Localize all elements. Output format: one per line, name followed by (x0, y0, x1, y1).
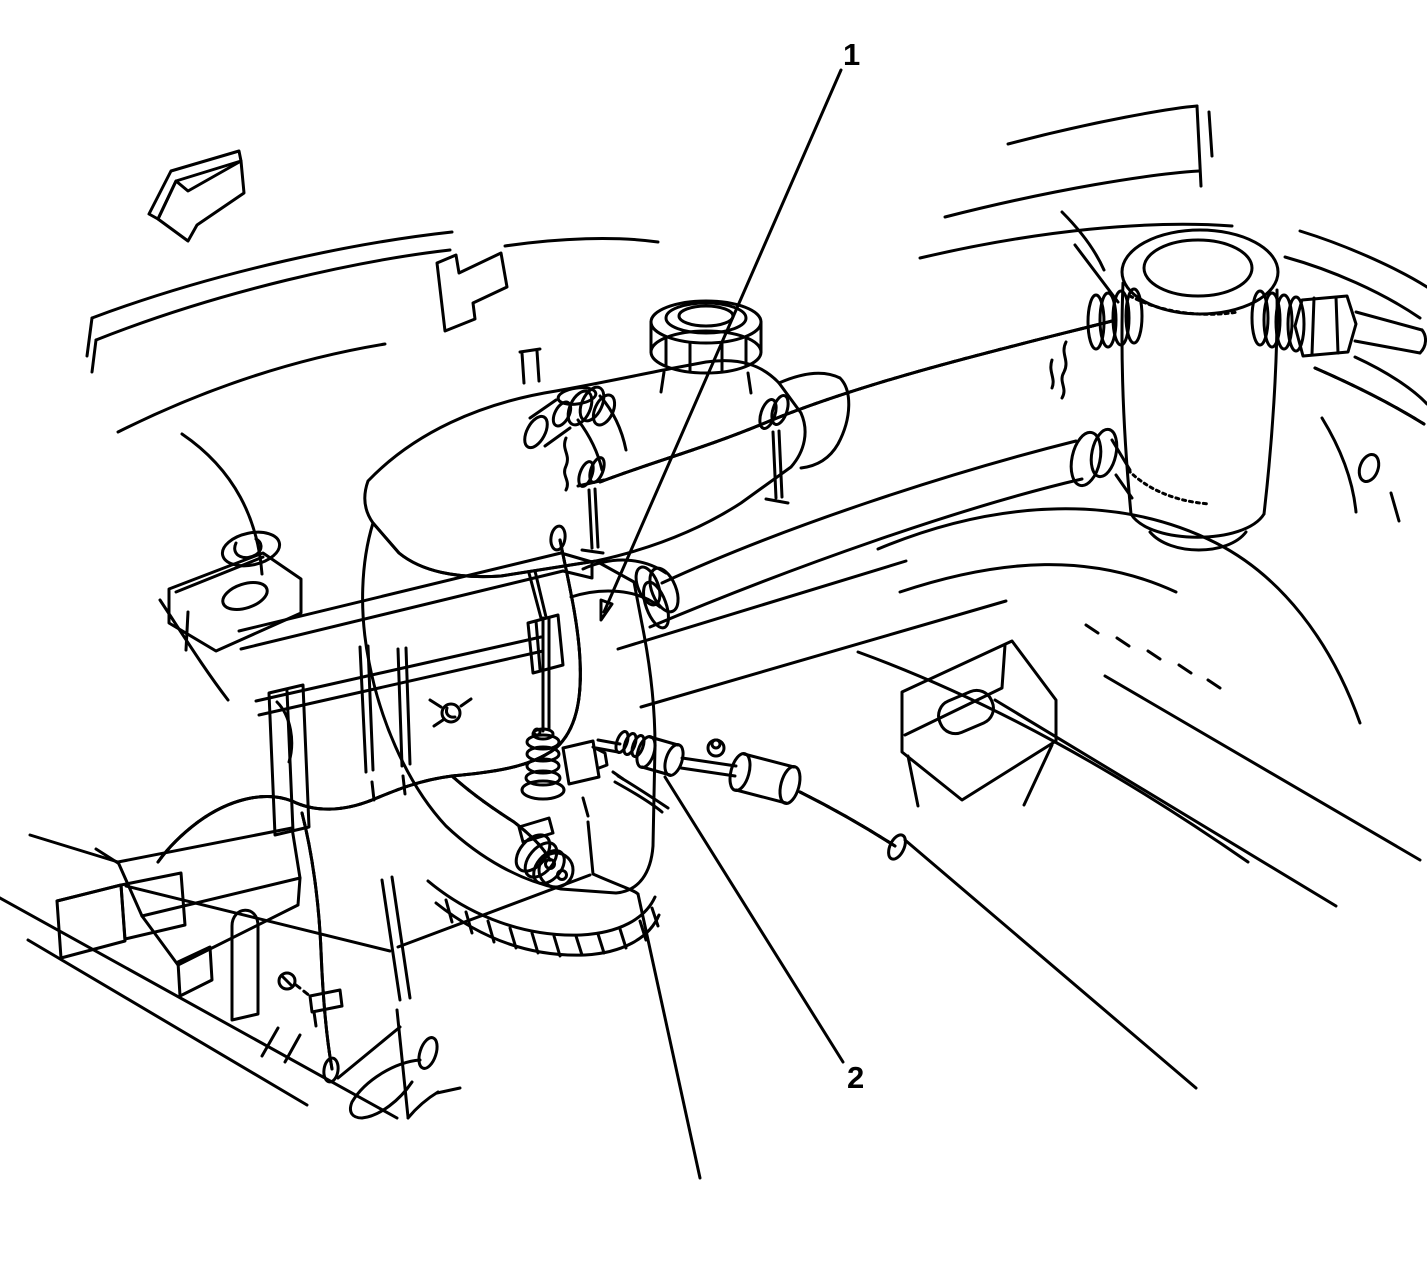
spring-clamp (1060, 340, 1068, 400)
bracket-hole (221, 581, 269, 611)
callout-1-label: 1 (843, 37, 860, 72)
inline-cylinder (728, 752, 752, 792)
canister-outlet-hose (1315, 368, 1424, 424)
flange-hatching (444, 898, 660, 958)
stud-lines (358, 644, 412, 774)
conduit-clip (308, 988, 344, 1014)
fender-drain-hole (220, 530, 282, 568)
tank-top-face (363, 359, 807, 579)
panel-tab (435, 251, 509, 333)
hex-fitting (1293, 294, 1358, 358)
radiator-support (0, 820, 702, 1180)
canister-clamp-band (1126, 468, 1212, 506)
coolant-surge-tank (361, 299, 851, 958)
vent-dashes (1084, 623, 1222, 690)
callout-1: 1 (599, 37, 860, 622)
coolant-level-sensor (520, 727, 566, 801)
callout-1-leader (602, 68, 843, 614)
bracket-slot (937, 688, 995, 736)
sensor-block (526, 613, 565, 675)
sensor-rod (541, 616, 551, 733)
under-tank-brackets (167, 551, 594, 837)
bent-rod (613, 774, 670, 814)
vacuum-hose-tail (800, 792, 895, 846)
u-slot (230, 908, 260, 1022)
callout-2-label: 2 (847, 1060, 864, 1095)
callout-2: 2 (663, 775, 864, 1095)
harness-clip (428, 697, 473, 728)
clip-bolt (277, 971, 297, 991)
mounting-bracket (900, 639, 1058, 808)
l-bracket (267, 683, 311, 837)
fender-rail-panel (85, 230, 660, 702)
cowl-brace-lines (616, 559, 1008, 709)
flag-connector (561, 739, 601, 786)
hood-edge-lines (0, 896, 399, 1120)
roll-pin (523, 414, 549, 450)
pipe-bellows (614, 730, 630, 754)
tank-ear (518, 347, 542, 385)
corrugated-hose (600, 321, 1112, 505)
filler-port (556, 386, 598, 406)
direction-arrow-icon (147, 149, 246, 243)
spring-clamp (563, 436, 569, 492)
cowl-panel (918, 104, 1427, 406)
left-drop-conduit (277, 813, 344, 1084)
bracket-plate (167, 551, 303, 653)
heater-pipe (642, 427, 1134, 630)
support-strap (237, 551, 565, 651)
vacuum-pipe-assembly (594, 730, 907, 861)
hose-clamp-bolt (758, 394, 790, 505)
lower-body-lines (124, 820, 702, 1180)
right-bellows (1250, 289, 1270, 347)
tank-outlet-fitting (563, 385, 628, 492)
body-hole (1357, 452, 1381, 484)
tank-body (361, 521, 657, 895)
callout-2-leader (663, 775, 845, 1064)
vacuum-canister (1049, 228, 1426, 552)
wiring-harness (158, 524, 609, 889)
harness-connector (514, 816, 575, 889)
tank-flange (426, 879, 657, 937)
hose-clamp-bolt (576, 456, 606, 555)
callout-1-arrowhead (599, 598, 614, 622)
